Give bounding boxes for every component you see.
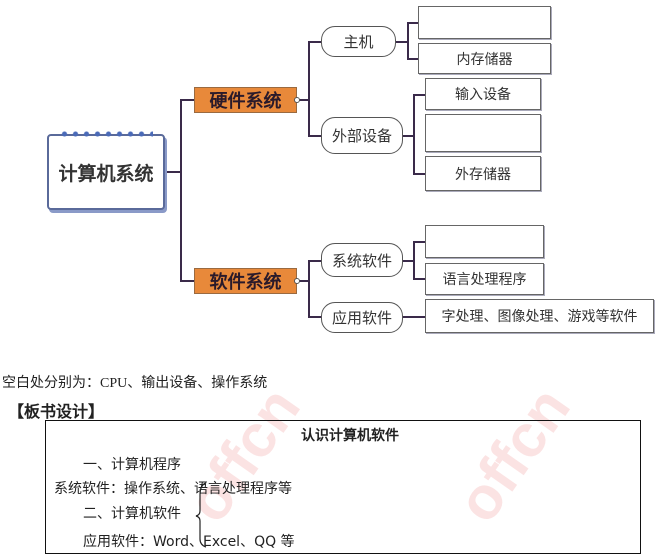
application-software-node: 应用软件 — [321, 302, 403, 333]
connector — [165, 171, 181, 173]
connector — [308, 260, 310, 318]
blank-box — [418, 6, 551, 39]
language-processor-box: 语言处理程序 — [425, 263, 544, 295]
connector — [413, 278, 425, 280]
connector — [403, 316, 425, 318]
peripherals-node: 外部设备 — [321, 117, 403, 154]
connector — [396, 41, 408, 43]
connector — [413, 94, 415, 174]
memory-box: 内存储器 — [418, 43, 551, 74]
connector — [180, 280, 194, 282]
connector — [403, 135, 414, 137]
board-box: 认识计算机软件 一、计算机程序 系统软件：操作系统、语言处理程序等 二、计算机软… — [45, 420, 641, 554]
hardware-node: 硬件系统 — [194, 87, 297, 113]
node-handle — [294, 278, 300, 284]
application-examples-box: 字处理、图像处理、游戏等软件 — [425, 299, 654, 333]
connector — [413, 173, 425, 175]
answer-text: 空白处分别为：CPU、输出设备、操作系统 — [2, 376, 268, 391]
connector — [297, 99, 309, 101]
connector — [308, 41, 310, 137]
brace-icon — [195, 482, 207, 548]
connector — [308, 135, 321, 137]
board-title: 认识计算机软件 — [301, 428, 399, 444]
connector — [407, 22, 418, 24]
connector — [180, 99, 194, 101]
connector — [180, 99, 182, 282]
connector — [308, 41, 321, 43]
input-device-box: 输入设备 — [425, 78, 541, 110]
connector — [308, 316, 321, 318]
external-storage-box: 外存储器 — [425, 156, 541, 191]
connector — [308, 260, 321, 262]
board-line: 系统软件：操作系统、语言处理程序等 — [54, 481, 292, 497]
board-line: 一、计算机程序 — [83, 457, 181, 473]
board-heading: 【板书设计】 — [8, 402, 105, 421]
connector — [413, 94, 425, 96]
host-node: 主机 — [321, 26, 396, 57]
board-line: 二、计算机软件 — [83, 506, 181, 522]
root-node: 计算机系统 — [47, 130, 165, 210]
connector — [413, 241, 425, 243]
connector — [413, 241, 415, 279]
software-node: 软件系统 — [194, 268, 297, 294]
blank-box — [425, 225, 544, 258]
connector — [403, 260, 414, 262]
connector — [407, 58, 418, 60]
root-label: 计算机系统 — [58, 162, 154, 185]
board-line: 应用软件：Word、Excel、QQ 等 — [83, 534, 295, 550]
notebook-spiral-icon — [59, 130, 153, 138]
system-software-node: 系统软件 — [321, 243, 403, 277]
blank-box — [425, 114, 541, 152]
node-handle — [294, 97, 300, 103]
connector — [297, 280, 309, 282]
connector — [407, 22, 409, 59]
